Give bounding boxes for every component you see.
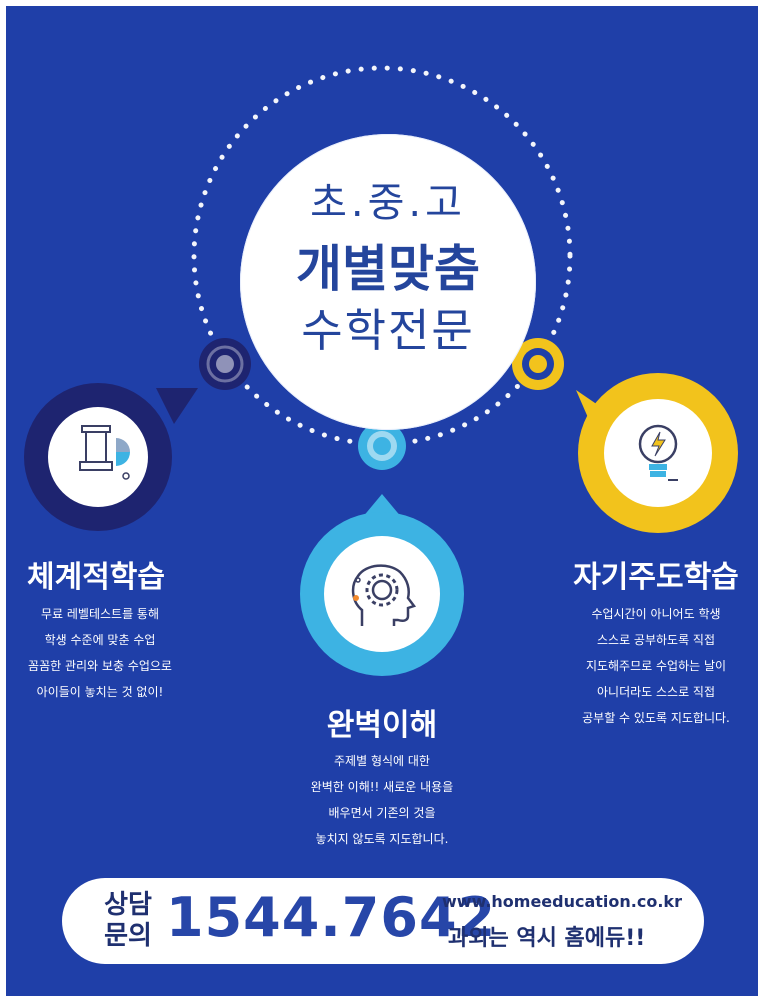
description-line: 꼼꼼한 관리와 보충 수업으로 [28, 659, 172, 673]
consultation-label-line2: 문의 [104, 921, 152, 951]
description-line: 놓치지 않도록 지도합니다. [315, 832, 449, 846]
feature-description-systematic: 무료 레벨테스트를 통해 학생 수준에 맞춘 수업 꼼꼼한 관리와 보충 수업으… [6, 601, 194, 705]
math-specialty-text: 수학전문 [301, 304, 475, 357]
consultation-label-line1: 상담 [104, 890, 152, 920]
description-line: 스스로 공부하도록 직접 [596, 633, 716, 647]
feature-description-understanding: 주제별 형식에 대한 완벽한 이해!! 새로운 내용을 배우면서 기존의 것을 … [282, 748, 482, 852]
custom-tutoring-text: 개별맞춤 [296, 240, 480, 298]
yellow-bubble [576, 373, 738, 533]
feature-heading-self-directed: 자기주도학습 [573, 560, 739, 595]
description-line: 학생 수준에 맞춘 수업 [44, 633, 156, 647]
phone-number[interactable]: 1544.7642 [166, 886, 497, 949]
poster: 초.중.고 개별맞춤 수학전문 체계적학습 무료 레벨테스트를 통해 학생 수준… [6, 6, 758, 996]
cyan-bubble [300, 494, 464, 676]
description-line: 배우면서 기존의 것을 [328, 806, 436, 820]
consultation-label: 상담 문의 [98, 890, 158, 952]
description-line: 공부할 수 있도록 지도합니다. [582, 711, 730, 725]
description-line: 주제별 형식에 대한 [334, 754, 430, 768]
head-gear-icon [351, 564, 417, 626]
description-line: 지도해주므로 수업하는 날이 [585, 659, 727, 673]
slogan-text: 과외는 역시 홈에듀!! [448, 926, 646, 951]
feature-heading-understanding: 완벽이해 [326, 708, 438, 743]
description-line: 아니더라도 스스로 직접 [596, 685, 716, 699]
decoration-layer [24, 65, 738, 676]
navy-bubble [24, 383, 198, 531]
description-line: 무료 레벨테스트를 통해 [40, 607, 160, 621]
dotted-ring [191, 65, 573, 447]
school-levels-text: 초.중.고 [310, 180, 466, 226]
headline-circle: 초.중.고 개별맞춤 수학전문 [240, 134, 536, 430]
lightbulb-icon [638, 424, 678, 481]
website-url[interactable]: www.homeeducation.co.kr [442, 892, 682, 911]
contact-bar: 상담 문의 1544.7642 www.homeeducation.co.kr … [62, 878, 704, 964]
feature-description-self-directed: 수업시간이 아니어도 학생 스스로 공부하도록 직접 지도해주므로 수업하는 날… [556, 601, 756, 731]
chess-rook-chart-icon [79, 425, 130, 480]
description-line: 아이들이 놓치는 것 없이! [36, 685, 164, 699]
description-line: 수업시간이 아니어도 학생 [591, 607, 721, 621]
description-line: 완벽한 이해!! 새로운 내용을 [310, 780, 454, 794]
feature-heading-systematic: 체계적학습 [27, 560, 165, 595]
